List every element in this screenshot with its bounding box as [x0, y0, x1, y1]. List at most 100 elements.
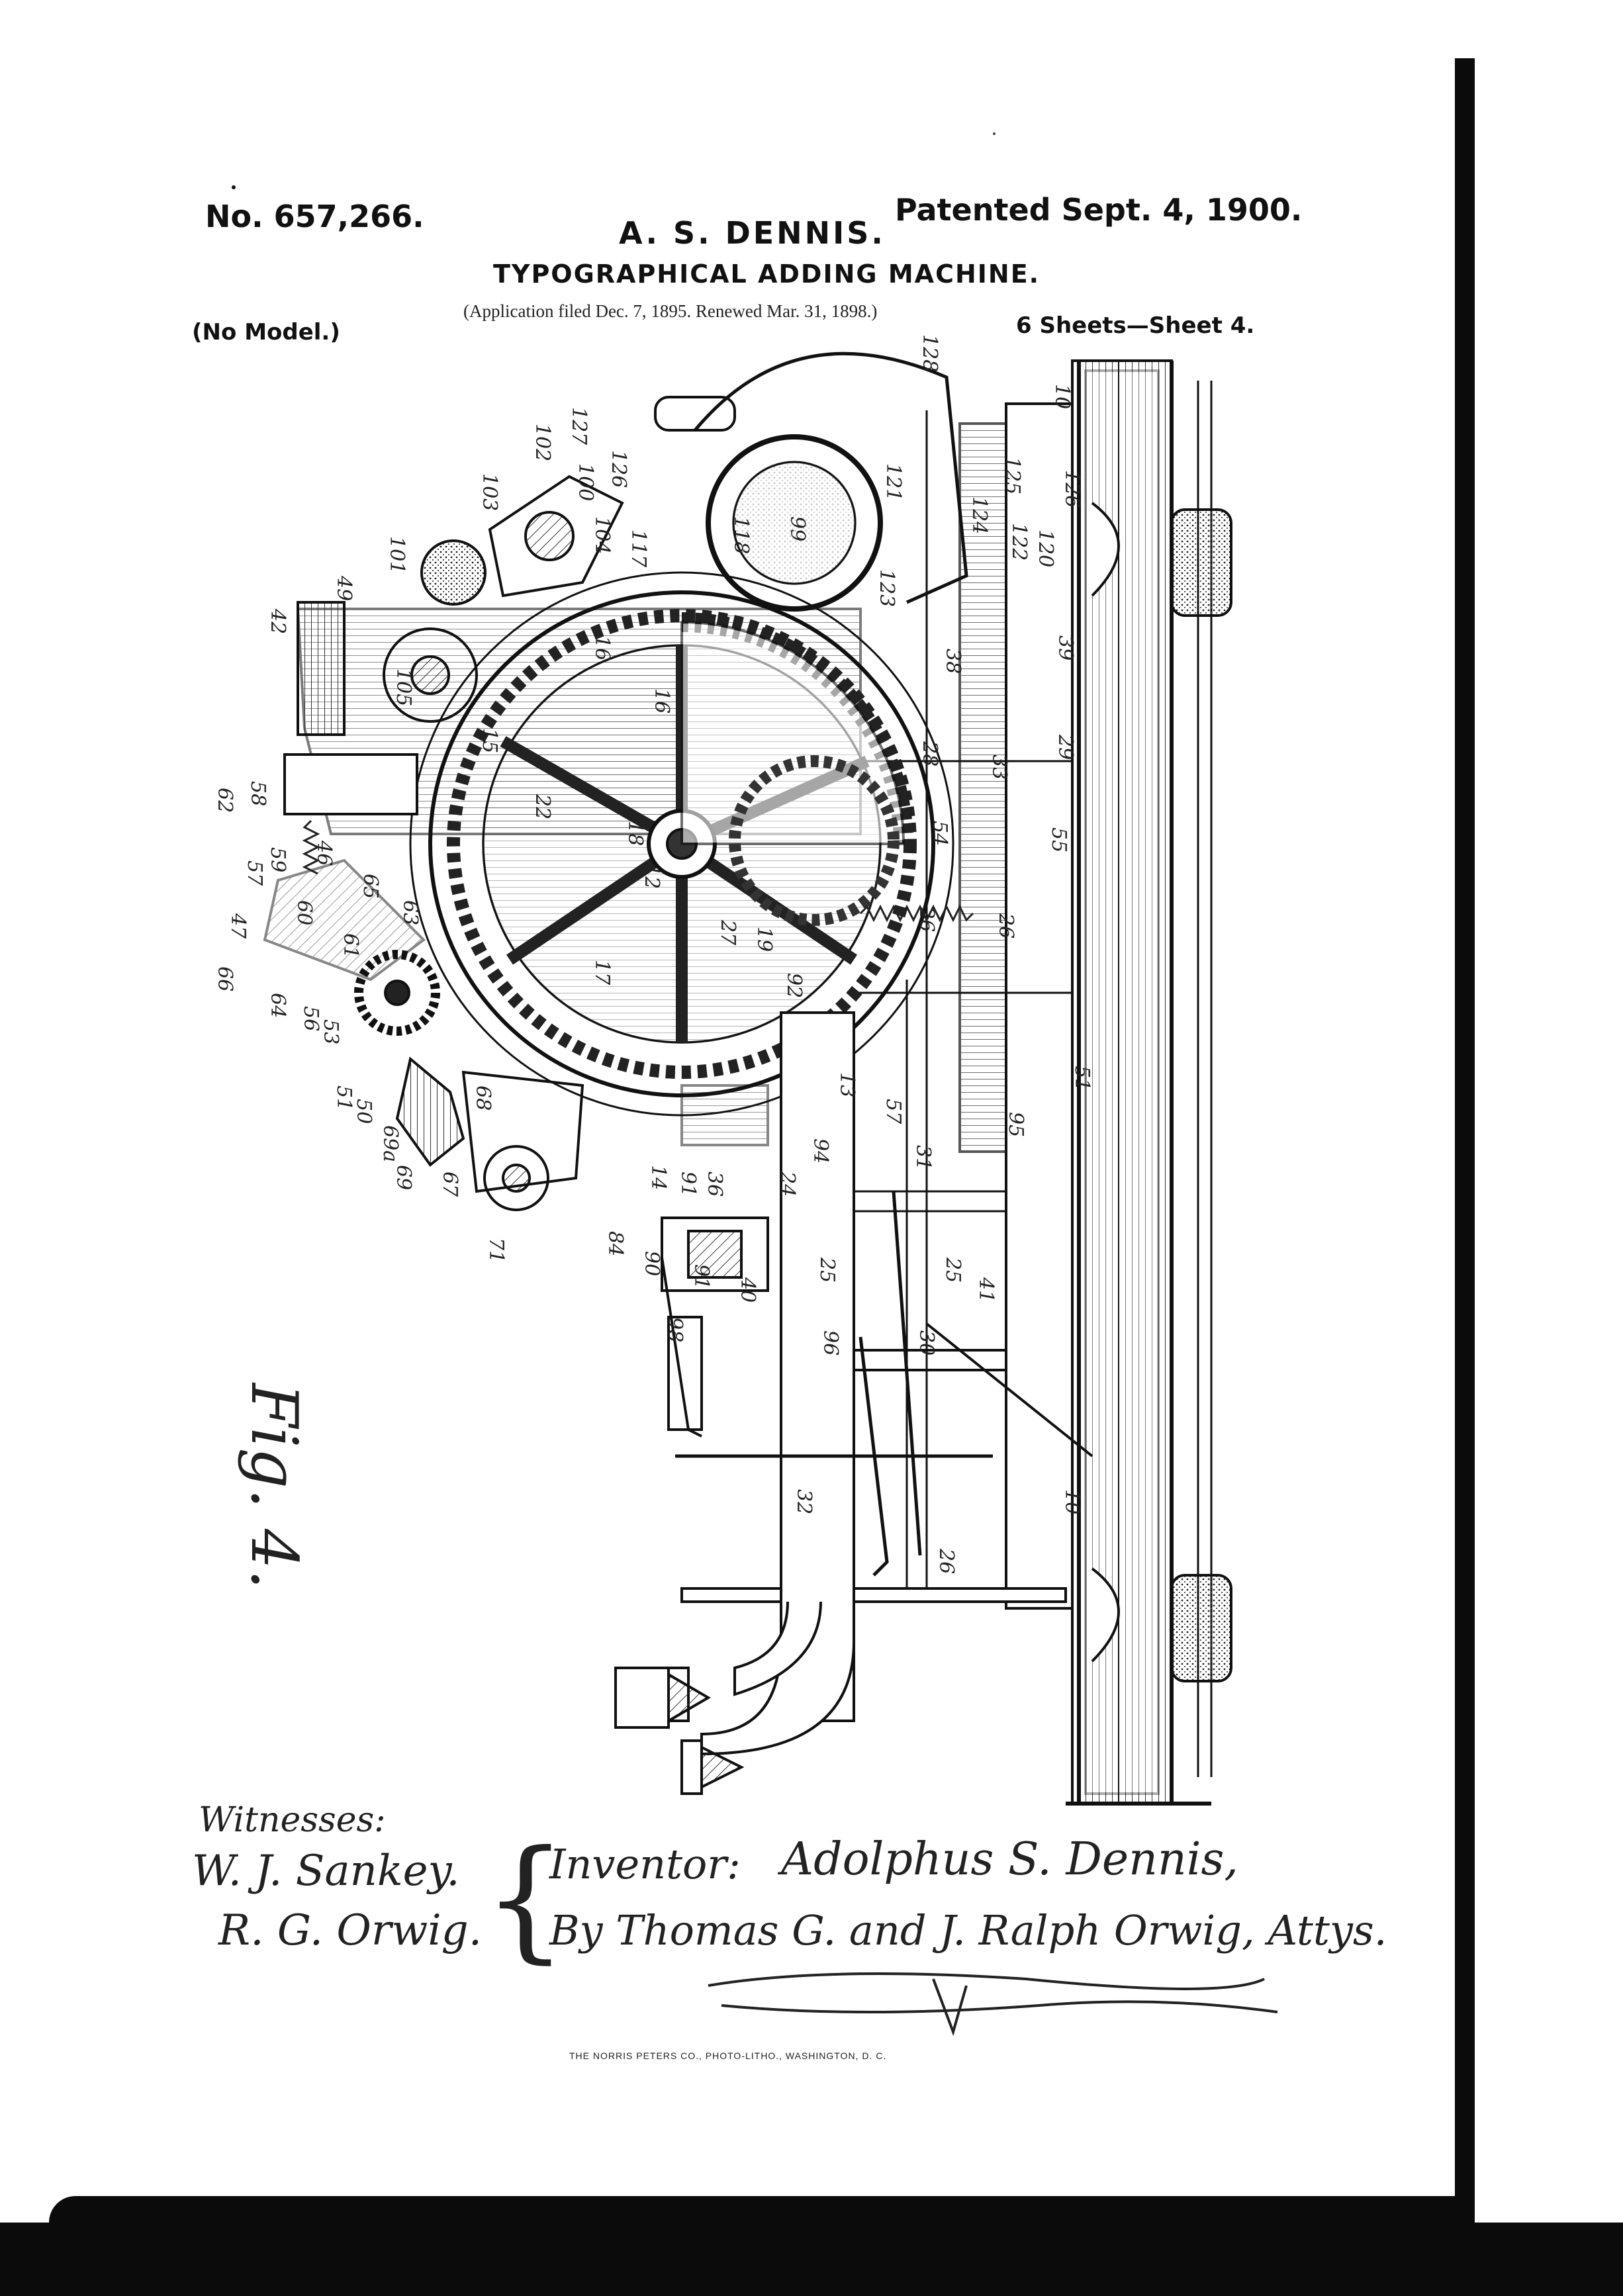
key-lever: [614, 1011, 1006, 1795]
ref-numeral: 126: [607, 450, 630, 488]
ref-numeral: 126: [1060, 470, 1084, 508]
ref-numeral: 103: [478, 473, 501, 511]
ref-numeral: 118: [729, 516, 753, 554]
ref-numeral: 125: [1001, 457, 1024, 494]
ref-numeral: 16: [590, 635, 614, 661]
reference-numerals: 127 128 100 102 103 101 126 104 117 118 …: [213, 334, 1093, 1574]
ref-numeral: 22: [531, 794, 554, 819]
ref-numeral: 54: [928, 821, 951, 846]
ref-numeral: 91: [676, 1171, 700, 1197]
ref-numeral: 102: [531, 424, 554, 461]
ref-numeral: 128: [918, 334, 941, 372]
machine-base-plate: [1066, 359, 1213, 1806]
ref-numeral: 121: [882, 463, 905, 501]
ref-numeral: 104: [590, 516, 614, 554]
sheet-count: 6 Sheets—Sheet 4.: [1016, 312, 1255, 339]
ref-numeral: 28: [918, 741, 941, 766]
application-note: (Application filed Dec. 7, 1895. Renewed…: [463, 301, 878, 321]
springs: [302, 819, 974, 923]
ref-numeral: 40: [736, 1277, 759, 1303]
ref-numeral: 120: [1034, 529, 1057, 567]
model-note: (No Model.): [192, 319, 340, 345]
feet: [1091, 502, 1232, 1682]
ref-numeral: 98: [663, 1317, 686, 1342]
ref-numeral: 67: [438, 1171, 461, 1197]
ref-numeral: 94: [809, 1138, 832, 1164]
ref-numeral: 26: [994, 913, 1017, 939]
inventor-label: Inventor:: [549, 1840, 741, 1888]
ref-numeral: 66: [213, 966, 236, 991]
inventor-heading: A. S. DENNIS.: [619, 215, 886, 251]
pawl-mechanism: [263, 753, 584, 1211]
ref-numeral: 32: [792, 1489, 815, 1514]
ref-numeral: 13: [835, 1072, 858, 1097]
signature-brace: {: [483, 1822, 568, 1976]
ref-numeral: 68: [471, 1085, 494, 1111]
printer-credit: THE NORRIS PETERS CO., PHOTO-LITHO., WAS…: [569, 2050, 887, 2061]
ref-numeral: 15: [478, 728, 501, 753]
ref-numeral: 29: [1054, 734, 1077, 760]
figure-label: Fig. 4.: [237, 1383, 311, 1590]
ref-numeral: 61: [339, 933, 362, 958]
patent-title: TYPOGRAPHICAL ADDING MACHINE.: [493, 259, 1041, 289]
ref-numeral: 31: [911, 1145, 935, 1170]
ref-numeral: 46: [312, 840, 336, 866]
ref-numeral: 30: [915, 1330, 938, 1355]
ref-numeral: 127: [567, 407, 590, 445]
ref-numeral: 51: [1070, 1066, 1093, 1091]
ref-numeral: 117: [627, 529, 650, 568]
ref-numeral: 105: [392, 668, 415, 706]
witnesses-label: Witnesses:: [199, 1800, 386, 1840]
ref-numeral: 19: [753, 927, 776, 952]
ref-numeral: 91: [690, 1264, 713, 1289]
platen-roller: [654, 351, 968, 612]
ref-numeral: 53: [319, 1019, 342, 1044]
ref-numeral: 122: [1007, 523, 1031, 561]
ref-numeral: 42: [266, 608, 289, 634]
ref-numeral: 26: [915, 906, 938, 932]
scan-dot: [993, 132, 996, 135]
ref-numeral: 101: [385, 536, 408, 574]
ref-numeral: 12: [640, 864, 663, 889]
ref-numeral: 51: [332, 1085, 355, 1111]
ref-numeral: 39: [1054, 635, 1077, 661]
ref-numeral: 65: [359, 874, 382, 899]
ref-numeral: 57: [243, 860, 266, 886]
ref-numeral: 50: [352, 1099, 375, 1124]
scan-border-bottom: [0, 2223, 1623, 2296]
ref-numeral: 62: [213, 788, 236, 813]
patent-number: No. 657,266.: [205, 199, 424, 234]
type-hammer: [383, 475, 624, 723]
ref-numeral: 55: [1047, 827, 1070, 852]
ref-numeral: 92: [782, 973, 806, 998]
ref-numeral: 14: [647, 1165, 670, 1190]
ref-numeral: 60: [293, 900, 316, 925]
ref-numeral: 24: [776, 1171, 799, 1197]
ref-numeral: 99: [786, 516, 809, 541]
ref-numeral: 18: [624, 821, 647, 846]
ref-numeral: 90: [640, 1251, 663, 1276]
ref-numeral: 57: [882, 1099, 905, 1125]
ref-numeral: 69a: [379, 1125, 402, 1162]
ref-numeral: 47: [226, 913, 250, 939]
ref-numeral: 124: [968, 496, 991, 534]
inventor-signature: Adolphus S. Dennis,: [781, 1833, 1238, 1886]
ref-numeral: 41: [974, 1277, 997, 1303]
scan-border-right: [1455, 58, 1475, 2242]
witness-signature-1: W. J. Sankey.: [192, 1847, 460, 1896]
ref-numeral: 36: [703, 1171, 726, 1197]
witness-signature-2: R. G. Orwig.: [218, 1906, 483, 1955]
ref-numeral: 27: [716, 919, 739, 946]
signature-flourish: [708, 1972, 1278, 2037]
ref-numeral: 33: [988, 755, 1011, 780]
main-frame-columns: [680, 402, 1074, 1610]
ref-numeral: 95: [1004, 1112, 1027, 1137]
ref-numeral: 26: [935, 1548, 958, 1574]
lower-linkage: [661, 1084, 1093, 1458]
ref-numeral: 58: [246, 781, 269, 806]
ref-numeral: 64: [266, 993, 289, 1018]
ref-numeral: 100: [574, 463, 597, 501]
ref-numeral: 84: [604, 1231, 627, 1256]
attorneys-signature: By Thomas G. and J. Ralph Orwig, Attys.: [549, 1906, 1387, 1954]
